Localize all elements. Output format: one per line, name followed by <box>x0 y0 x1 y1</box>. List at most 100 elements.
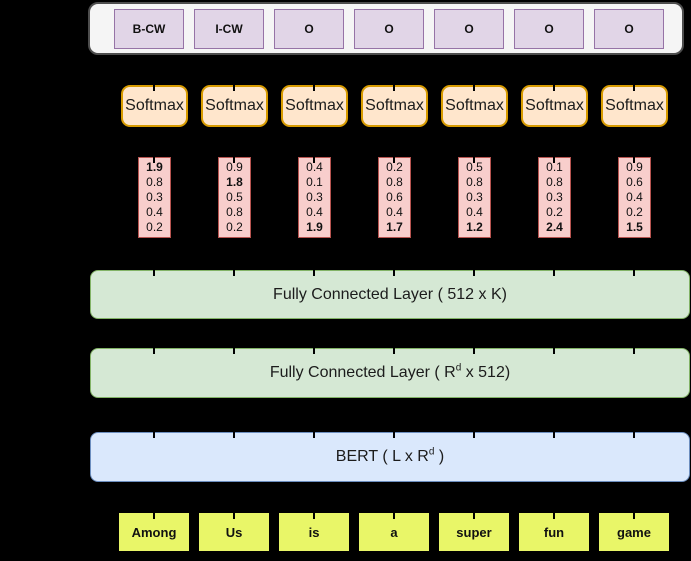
logit-value: 0.8 <box>386 175 403 189</box>
connector-line <box>553 127 555 163</box>
bert-label: BERT ( L x Rd ) <box>335 446 445 465</box>
input-token: super <box>439 513 509 551</box>
connector-line <box>153 320 155 354</box>
output-label-box: O <box>514 8 584 49</box>
logit-vector: 0.9 0.6 0.4 0.2 1.5 <box>618 157 651 238</box>
input-token: Us <box>199 513 269 551</box>
connector-line <box>633 398 635 438</box>
logit-vector: 0.5 0.8 0.3 0.4 1.2 <box>458 157 491 238</box>
output-label-box: O <box>354 8 424 49</box>
logit-vector-row: 1.9 0.8 0.3 0.4 0.2 0.9 1.8 0.5 0.8 0.2 … <box>138 157 651 238</box>
connector-line <box>153 483 155 519</box>
input-token: game <box>599 513 669 551</box>
input-token: Among <box>119 513 189 551</box>
output-label: O <box>464 21 474 36</box>
connector-line <box>313 239 315 276</box>
connector-line <box>153 127 155 163</box>
output-label-box: I-CW <box>194 8 264 49</box>
softmax-box: Softmax <box>361 85 428 127</box>
logit-value: 0.6 <box>626 175 643 189</box>
logit-vector: 0.2 0.8 0.6 0.4 1.7 <box>378 157 411 238</box>
logit-value: 1.5 <box>626 220 643 234</box>
logit-value: 0.1 <box>306 175 323 189</box>
connector-line <box>473 320 475 354</box>
connector-line <box>473 239 475 276</box>
output-label-box: O <box>274 8 344 49</box>
connector-line <box>473 398 475 438</box>
logit-value: 0.5 <box>466 160 483 174</box>
logit-value: 0.1 <box>546 160 563 174</box>
connector-line <box>393 55 395 91</box>
connector-line <box>233 55 235 91</box>
output-label-bar: B-CW I-CW O O O O O <box>88 2 684 55</box>
connector-line <box>633 239 635 276</box>
logit-value: 0.4 <box>146 205 163 219</box>
connector-line <box>633 55 635 91</box>
fc2-label: Fully Connected Layer ( Rd x 512) <box>269 362 511 381</box>
output-label: I-CW <box>215 21 243 36</box>
connector-line <box>233 398 235 438</box>
connector-line <box>393 239 395 276</box>
logit-value: 0.4 <box>626 190 643 204</box>
logit-value: 2.4 <box>546 220 563 234</box>
bert-layer: BERT ( L x Rd ) <box>90 432 690 482</box>
logit-value: 0.3 <box>466 190 483 204</box>
connector-line <box>393 320 395 354</box>
connector-line <box>233 239 235 276</box>
output-label-box: O <box>434 8 504 49</box>
softmax-box: Softmax <box>121 85 188 127</box>
connector-line <box>393 483 395 519</box>
logit-value: 1.9 <box>306 220 323 234</box>
logit-value: 0.9 <box>226 160 243 174</box>
softmax-box: Softmax <box>521 85 588 127</box>
connector-line <box>313 398 315 438</box>
connector-line <box>553 55 555 91</box>
connector-line <box>393 127 395 163</box>
connector-line <box>553 320 555 354</box>
logit-value: 1.9 <box>146 160 163 174</box>
input-token-row: Among Us is a super fun game <box>119 513 669 551</box>
connector-line <box>553 398 555 438</box>
output-label: O <box>624 21 634 36</box>
logit-value: 1.2 <box>466 220 483 234</box>
connector-line <box>313 55 315 91</box>
fully-connected-layer-2: Fully Connected Layer ( Rd x 512) <box>90 348 690 398</box>
fc1-label: Fully Connected Layer ( 512 x K) <box>273 285 507 303</box>
logit-value: 0.8 <box>226 205 243 219</box>
output-label: O <box>544 21 554 36</box>
output-label: O <box>304 21 314 36</box>
logit-value: 0.2 <box>146 220 163 234</box>
logit-value: 0.3 <box>546 190 563 204</box>
logit-value: 0.6 <box>386 190 403 204</box>
logit-value: 0.3 <box>146 190 163 204</box>
softmax-box: Softmax <box>281 85 348 127</box>
logit-value: 0.8 <box>546 175 563 189</box>
connector-line <box>153 55 155 91</box>
logit-value: 1.8 <box>226 175 243 189</box>
logit-value: 1.7 <box>386 220 403 234</box>
connector-line <box>553 239 555 276</box>
connector-line <box>553 483 555 519</box>
logit-value: 0.9 <box>626 160 643 174</box>
logit-value: 0.4 <box>386 205 403 219</box>
connector-line <box>233 127 235 163</box>
softmax-box: Softmax <box>601 85 668 127</box>
connector-line <box>473 127 475 163</box>
logit-value: 0.4 <box>466 205 483 219</box>
input-token: is <box>279 513 349 551</box>
logit-value: 0.4 <box>306 205 323 219</box>
logit-value: 0.2 <box>546 205 563 219</box>
logit-vector: 0.9 1.8 0.5 0.8 0.2 <box>218 157 251 238</box>
logit-value: 0.4 <box>306 160 323 174</box>
logit-value: 0.5 <box>226 190 243 204</box>
connector-line <box>393 398 395 438</box>
connector-line <box>233 320 235 354</box>
connector-line <box>633 127 635 163</box>
logit-value: 0.3 <box>306 190 323 204</box>
connector-line <box>153 239 155 276</box>
connector-line <box>153 398 155 438</box>
logit-vector: 0.4 0.1 0.3 0.4 1.9 <box>298 157 331 238</box>
softmax-row: Softmax Softmax Softmax Softmax Softmax … <box>121 85 668 127</box>
logit-value: 0.2 <box>226 220 243 234</box>
